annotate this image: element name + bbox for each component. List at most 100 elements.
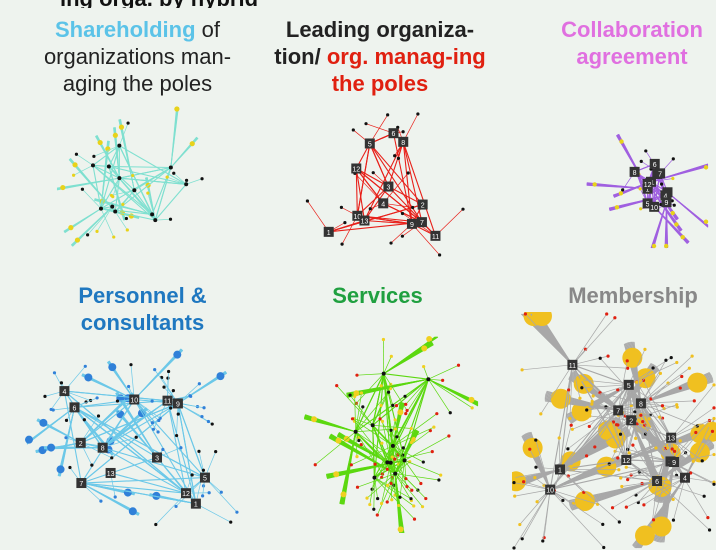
edge	[549, 489, 603, 525]
leaf-node	[111, 195, 115, 199]
leaf-cluster	[531, 312, 552, 326]
leaf-node	[154, 522, 158, 527]
edge	[394, 442, 412, 474]
network-shareholding	[56, 106, 204, 247]
edge	[549, 410, 619, 490]
leaf-node	[712, 406, 716, 410]
leaf-cluster	[333, 471, 340, 478]
leaf-node	[535, 500, 539, 504]
leaf-node	[569, 465, 573, 469]
leaf-node	[624, 505, 628, 509]
edge	[635, 381, 672, 438]
leaf-node	[150, 399, 154, 403]
leaf-node	[606, 354, 610, 358]
hub-box	[669, 456, 680, 467]
edge	[355, 428, 396, 433]
hub-label: 13	[667, 436, 675, 443]
leaf-node	[157, 418, 161, 423]
hub-box	[416, 217, 427, 228]
hub-node: 8	[635, 398, 646, 409]
leaf-node	[671, 157, 675, 161]
leaf-node	[422, 365, 426, 369]
edge	[640, 360, 667, 404]
hub-box	[352, 210, 363, 221]
hub-box	[649, 201, 660, 212]
edge	[521, 489, 551, 539]
hub-label: 11	[432, 234, 439, 241]
edge	[93, 145, 120, 157]
leaf-node	[397, 503, 401, 508]
leaf-node	[95, 396, 99, 400]
edge	[147, 193, 156, 221]
hub-box	[190, 498, 201, 509]
leaf-node	[568, 416, 572, 421]
edge	[92, 164, 109, 168]
leaf-node	[639, 413, 643, 417]
edge	[617, 403, 642, 459]
leaf-node	[229, 520, 233, 524]
hub-box	[649, 158, 660, 169]
hub-box	[59, 386, 70, 397]
leaf-node	[150, 421, 155, 425]
edge	[307, 200, 330, 233]
hub-label: 4	[683, 476, 687, 483]
leaf-cluster	[618, 191, 624, 196]
edge	[81, 482, 139, 516]
leaf-node	[339, 205, 344, 209]
leaf-node	[376, 496, 380, 501]
leaf-node	[381, 337, 386, 342]
edge	[572, 317, 616, 366]
leaf-node	[390, 455, 394, 459]
leaf-node	[378, 417, 382, 421]
hub-node: 5	[642, 198, 653, 209]
leaf-node	[200, 414, 204, 419]
edge	[674, 454, 715, 463]
hub-node: 5	[623, 379, 634, 390]
hub-node: 12	[621, 454, 632, 465]
edge	[572, 355, 609, 366]
leaf-node	[412, 517, 417, 521]
leaf-node	[179, 446, 183, 450]
edge	[74, 407, 104, 449]
leaf-cluster	[152, 491, 161, 500]
leaf-cluster	[619, 139, 624, 144]
edge	[513, 482, 551, 490]
leaf-node	[162, 385, 166, 389]
edge	[617, 360, 628, 411]
edge	[118, 177, 153, 215]
leaf-node	[416, 112, 420, 116]
leaf-node	[579, 378, 583, 382]
edge	[405, 378, 429, 414]
hub-node	[106, 164, 111, 169]
leaf-node	[375, 513, 379, 517]
leaf-node	[343, 221, 347, 225]
hub-node: 13	[359, 215, 370, 226]
title-services: Services	[332, 283, 423, 308]
leaf-node	[518, 522, 522, 527]
edge	[628, 384, 672, 439]
leaf-node	[690, 354, 694, 358]
hub-node	[353, 429, 358, 434]
leaf-node	[305, 199, 310, 203]
leaf-node	[438, 253, 442, 257]
edge	[102, 436, 137, 449]
edge	[170, 106, 179, 168]
leaf-node	[131, 173, 135, 178]
hub-node	[110, 204, 115, 209]
leaf-node	[353, 394, 357, 399]
hub-node	[113, 209, 118, 214]
hub-box	[359, 215, 370, 226]
edge	[656, 480, 710, 531]
leaf-node	[678, 386, 682, 390]
hub-box	[383, 181, 394, 192]
hub-node: 2	[75, 437, 86, 448]
hub-node: 2	[417, 199, 428, 210]
leaf-node	[654, 446, 658, 450]
leaf-node	[389, 428, 393, 432]
leaf-node	[617, 520, 621, 524]
hub-box	[162, 395, 173, 406]
edge	[151, 167, 172, 215]
hub-node: 4	[378, 198, 389, 209]
leaf-node	[176, 412, 180, 416]
leaf-node	[616, 423, 620, 427]
